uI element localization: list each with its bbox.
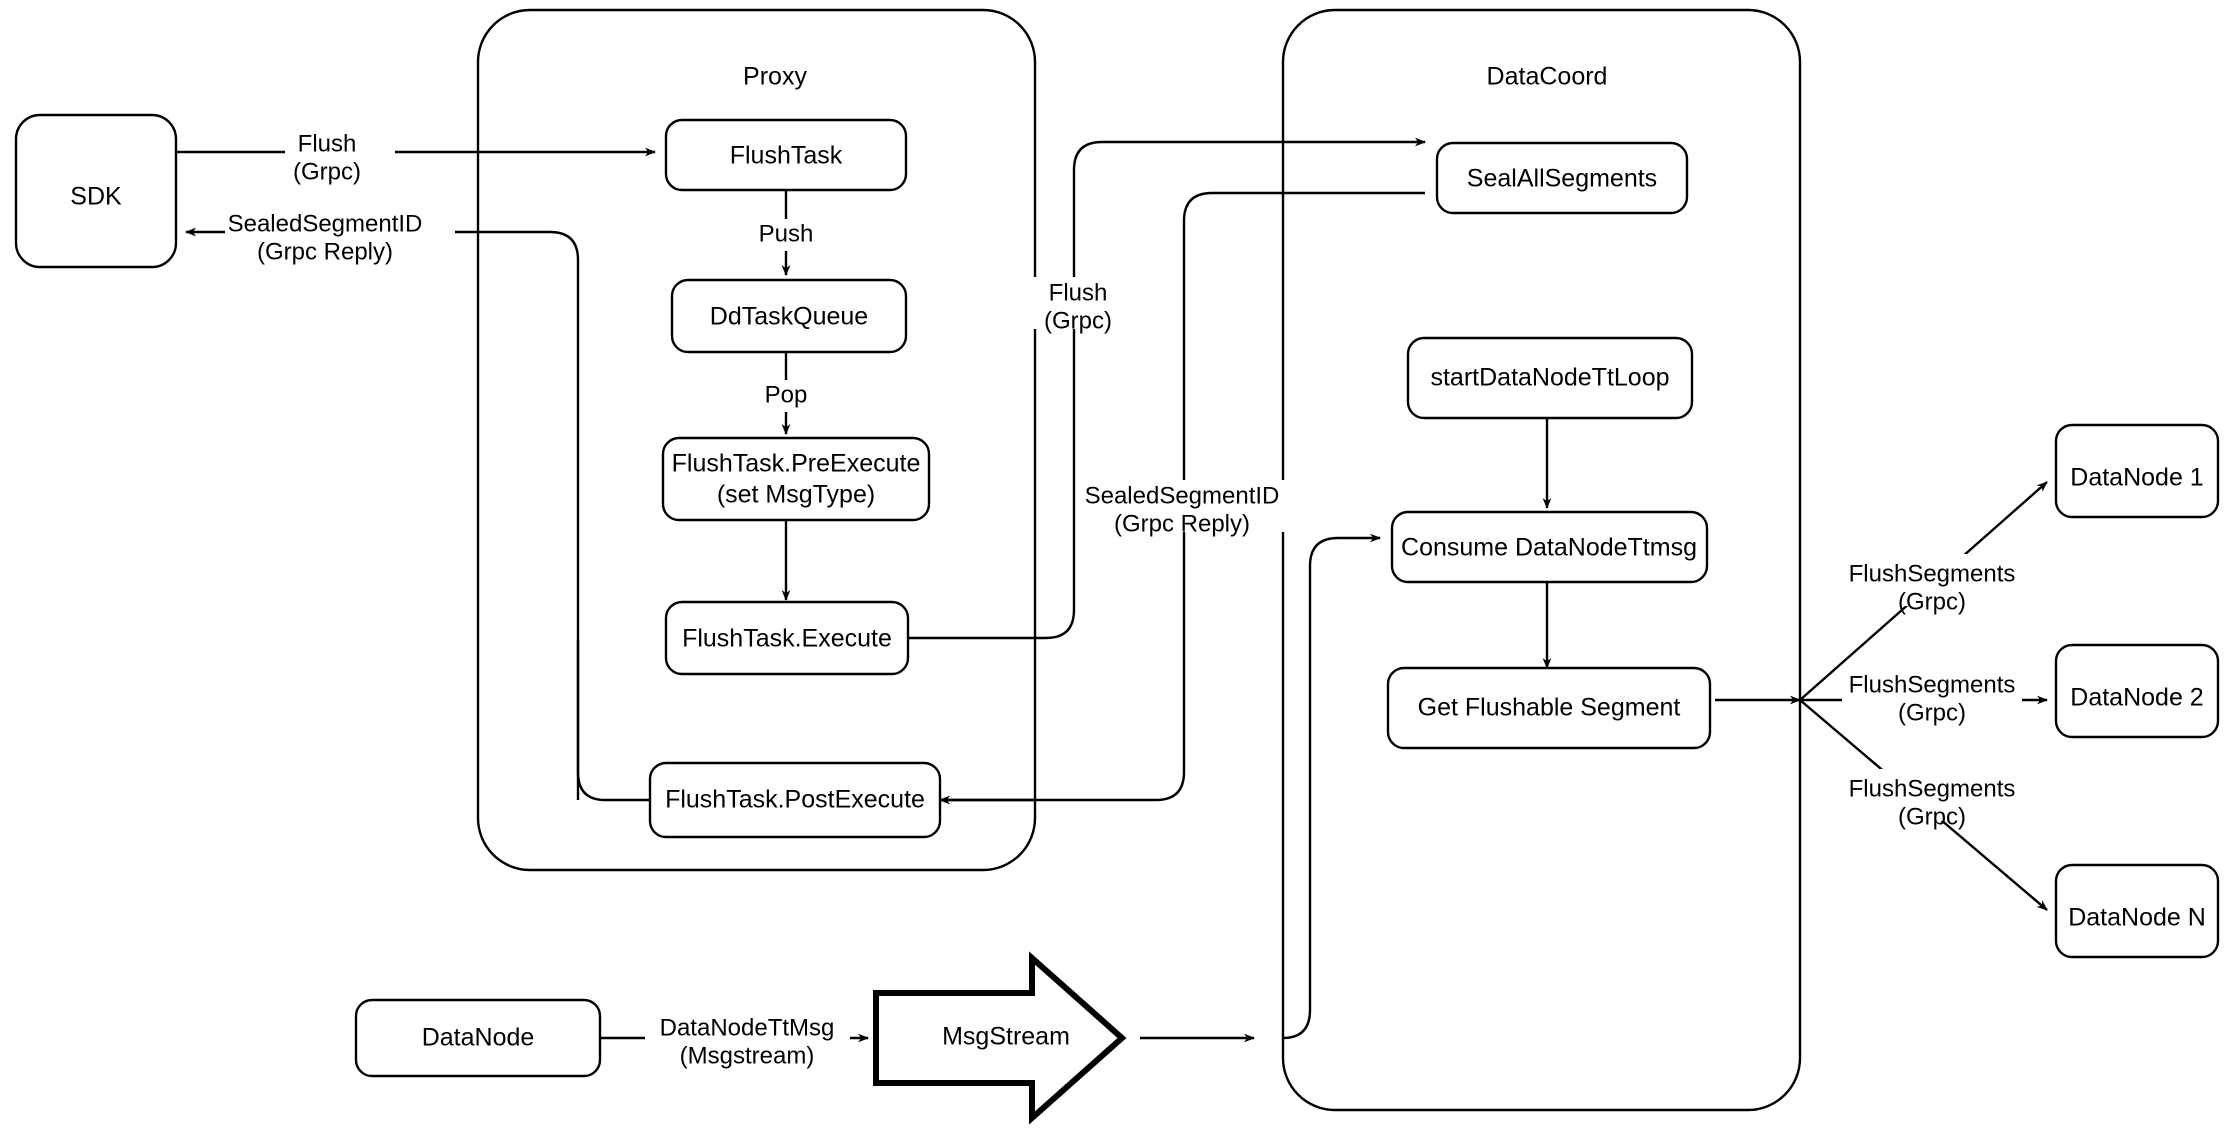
node-flushtask-preexecute-box[interactable] bbox=[661, 436, 931, 522]
node-msgstream-label: MsgStream bbox=[942, 1023, 1070, 1051]
datacoord-container-border bbox=[1281, 8, 1802, 1112]
container-proxy: Proxy bbox=[476, 8, 1037, 872]
edge-label-flush-grpc-line1: Flush bbox=[298, 130, 357, 157]
node-flushtask-box[interactable] bbox=[664, 118, 908, 192]
node-msgstream-arrow-shape[interactable] bbox=[873, 951, 1127, 1125]
edge-label-flushsegments-1: FlushSegments (Grpc) bbox=[1842, 554, 2022, 615]
node-sdk-label: SDK bbox=[70, 183, 122, 211]
edge-label-datanodettmsg-line2: (Msgstream) bbox=[680, 1042, 815, 1069]
node-flushtask-postexecute-box[interactable] bbox=[648, 761, 942, 839]
node-get-flushable-segment-box[interactable] bbox=[1386, 666, 1712, 750]
node-datanode-1[interactable]: DataNode 1 bbox=[2054, 423, 2220, 519]
container-datacoord: DataCoord bbox=[1281, 8, 1802, 1112]
node-startdatanodettloop-box[interactable] bbox=[1406, 336, 1694, 420]
edge-label-flushsegments-3-line1: FlushSegments bbox=[1849, 775, 2016, 802]
edge-label-proxy-to-coord: Flush (Grpc) bbox=[1014, 277, 1124, 334]
node-get-flushable-segment-label: Get Flushable Segment bbox=[1418, 694, 1681, 722]
node-datanode-bottom-box[interactable] bbox=[354, 998, 602, 1078]
edge-label-flushsegments-1-line1: FlushSegments bbox=[1849, 560, 2016, 587]
datacoord-container-title: DataCoord bbox=[1487, 63, 1608, 91]
edge-label-flushsegments-2: FlushSegments (Grpc) bbox=[1842, 665, 2022, 726]
node-flushtask-postexecute-label: FlushTask.PostExecute bbox=[665, 786, 925, 814]
node-startdatanodettloop-label: startDataNodeTtLoop bbox=[1430, 364, 1669, 392]
node-datanode-n[interactable]: DataNode N bbox=[2054, 863, 2220, 959]
edge-label-sealedsegmentid-coord-line1: SealedSegmentID bbox=[1085, 482, 1280, 509]
edge-label-datanode-to-msgstream: DataNodeTtMsg (Msgstream) bbox=[645, 1013, 850, 1069]
edge-label-flush-coord-line1: Flush bbox=[1049, 279, 1108, 306]
node-flushtask-postexecute[interactable]: FlushTask.PostExecute bbox=[648, 761, 942, 839]
edge-label-datanodettmsg-line1: DataNodeTtMsg bbox=[660, 1014, 835, 1041]
node-datanode-1-label: DataNode 1 bbox=[2070, 464, 2203, 492]
node-sdk-box[interactable] bbox=[14, 113, 178, 269]
edge-label-flushsegments-3-line2: (Grpc) bbox=[1898, 803, 1966, 830]
node-sealallsegments-label: SealAllSegments bbox=[1467, 165, 1657, 193]
edge-label-flushsegments-2-line2: (Grpc) bbox=[1898, 699, 1966, 726]
node-ddtaskqueue[interactable]: DdTaskQueue bbox=[670, 278, 908, 354]
node-msgstream[interactable]: MsgStream bbox=[873, 951, 1127, 1125]
node-flushtask[interactable]: FlushTask bbox=[664, 118, 908, 192]
node-sdk[interactable]: SDK bbox=[14, 113, 178, 269]
node-datanode-bottom[interactable]: DataNode bbox=[354, 998, 602, 1078]
edge-label-sealedsegmentid-coord-line2: (Grpc Reply) bbox=[1114, 510, 1250, 537]
edge-label-pop-text: Pop bbox=[765, 381, 808, 408]
edge-label-flush-coord-line2: (Grpc) bbox=[1044, 307, 1112, 334]
proxy-container-border bbox=[476, 8, 1037, 872]
edge-label-proxy-to-sdk: SealedSegmentID (Grpc Reply) bbox=[225, 208, 455, 265]
edge-label-flushsegments-3: FlushSegments (Grpc) bbox=[1842, 769, 2022, 830]
edge-label-push-text: Push bbox=[759, 220, 814, 247]
node-ddtaskqueue-box[interactable] bbox=[670, 278, 908, 354]
node-datanode-2-label: DataNode 2 bbox=[2070, 684, 2203, 712]
node-datanode-bottom-label: DataNode bbox=[422, 1024, 535, 1052]
edge-label-sdk-to-proxy: Flush (Grpc) bbox=[285, 128, 395, 185]
node-consume-datanodettmsg-label: Consume DataNodeTtmsg bbox=[1401, 534, 1697, 562]
proxy-container-title: Proxy bbox=[743, 63, 807, 91]
node-consume-datanodettmsg[interactable]: Consume DataNodeTtmsg bbox=[1390, 510, 1709, 584]
node-flushtask-preexecute[interactable]: FlushTask.PreExecute (set MsgType) bbox=[661, 436, 931, 522]
node-flushtask-execute-label: FlushTask.Execute bbox=[682, 625, 892, 653]
edge-label-flushsegments-1-line2: (Grpc) bbox=[1898, 588, 1966, 615]
edge-label-sealedsegmentid-line1: SealedSegmentID bbox=[228, 210, 423, 237]
node-datanode-1-box[interactable] bbox=[2054, 423, 2220, 519]
edge-proxy-to-sdk bbox=[185, 227, 580, 800]
node-flushtask-preexecute-label-line1: FlushTask.PreExecute bbox=[672, 450, 921, 478]
node-flushtask-preexecute-label-line2: (set MsgType) bbox=[717, 481, 875, 509]
edge-label-push: Push bbox=[748, 219, 824, 251]
node-sealallsegments[interactable]: SealAllSegments bbox=[1435, 141, 1689, 215]
edge-label-sealedsegmentid-line2: (Grpc Reply) bbox=[257, 238, 393, 265]
node-datanode-n-label: DataNode N bbox=[2068, 904, 2206, 932]
node-consume-datanodettmsg-box[interactable] bbox=[1390, 510, 1709, 584]
node-startdatanodettloop[interactable]: startDataNodeTtLoop bbox=[1406, 336, 1694, 420]
node-flushtask-execute[interactable]: FlushTask.Execute bbox=[664, 600, 910, 676]
edge-msgstream-to-consume bbox=[1140, 533, 1381, 1043]
node-flushtask-execute-box[interactable] bbox=[664, 600, 910, 676]
edge-label-flushsegments-2-line1: FlushSegments bbox=[1849, 671, 2016, 698]
edge-label-flush-grpc-line2: (Grpc) bbox=[293, 158, 361, 185]
node-datanode-2[interactable]: DataNode 2 bbox=[2054, 643, 2220, 739]
node-flushtask-label: FlushTask bbox=[730, 142, 843, 170]
node-sealallsegments-box[interactable] bbox=[1435, 141, 1689, 215]
node-get-flushable-segment[interactable]: Get Flushable Segment bbox=[1386, 666, 1712, 750]
edge-label-pop: Pop bbox=[752, 380, 820, 412]
edge-execute-to-sealallsegments bbox=[908, 137, 1426, 640]
edge-postexecute-left-rail bbox=[576, 640, 652, 802]
node-datanode-2-box[interactable] bbox=[2054, 643, 2220, 739]
node-ddtaskqueue-label: DdTaskQueue bbox=[710, 303, 868, 331]
node-datanode-n-box[interactable] bbox=[2054, 863, 2220, 959]
edge-label-coord-to-proxy: SealedSegmentID (Grpc Reply) bbox=[1085, 480, 1290, 537]
